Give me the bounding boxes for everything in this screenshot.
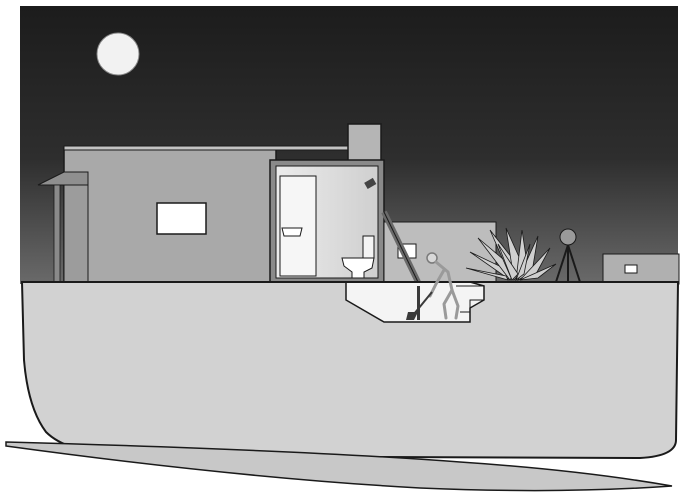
- stake: [417, 286, 420, 320]
- ground-cross-section: [22, 282, 678, 458]
- window: [157, 203, 206, 234]
- porch-post: [54, 185, 60, 282]
- toilet-tank: [363, 236, 374, 258]
- bathroom-cutaway: [270, 160, 384, 282]
- chimney: [348, 124, 381, 162]
- sink: [282, 228, 302, 236]
- lamp-head: [560, 229, 576, 245]
- house-side-wing: [64, 182, 88, 282]
- moon: [97, 33, 139, 75]
- shower-door: [280, 176, 316, 276]
- neighbor-window: [625, 265, 637, 273]
- neighbor-house: [603, 254, 679, 284]
- house-roof-line: [64, 146, 354, 150]
